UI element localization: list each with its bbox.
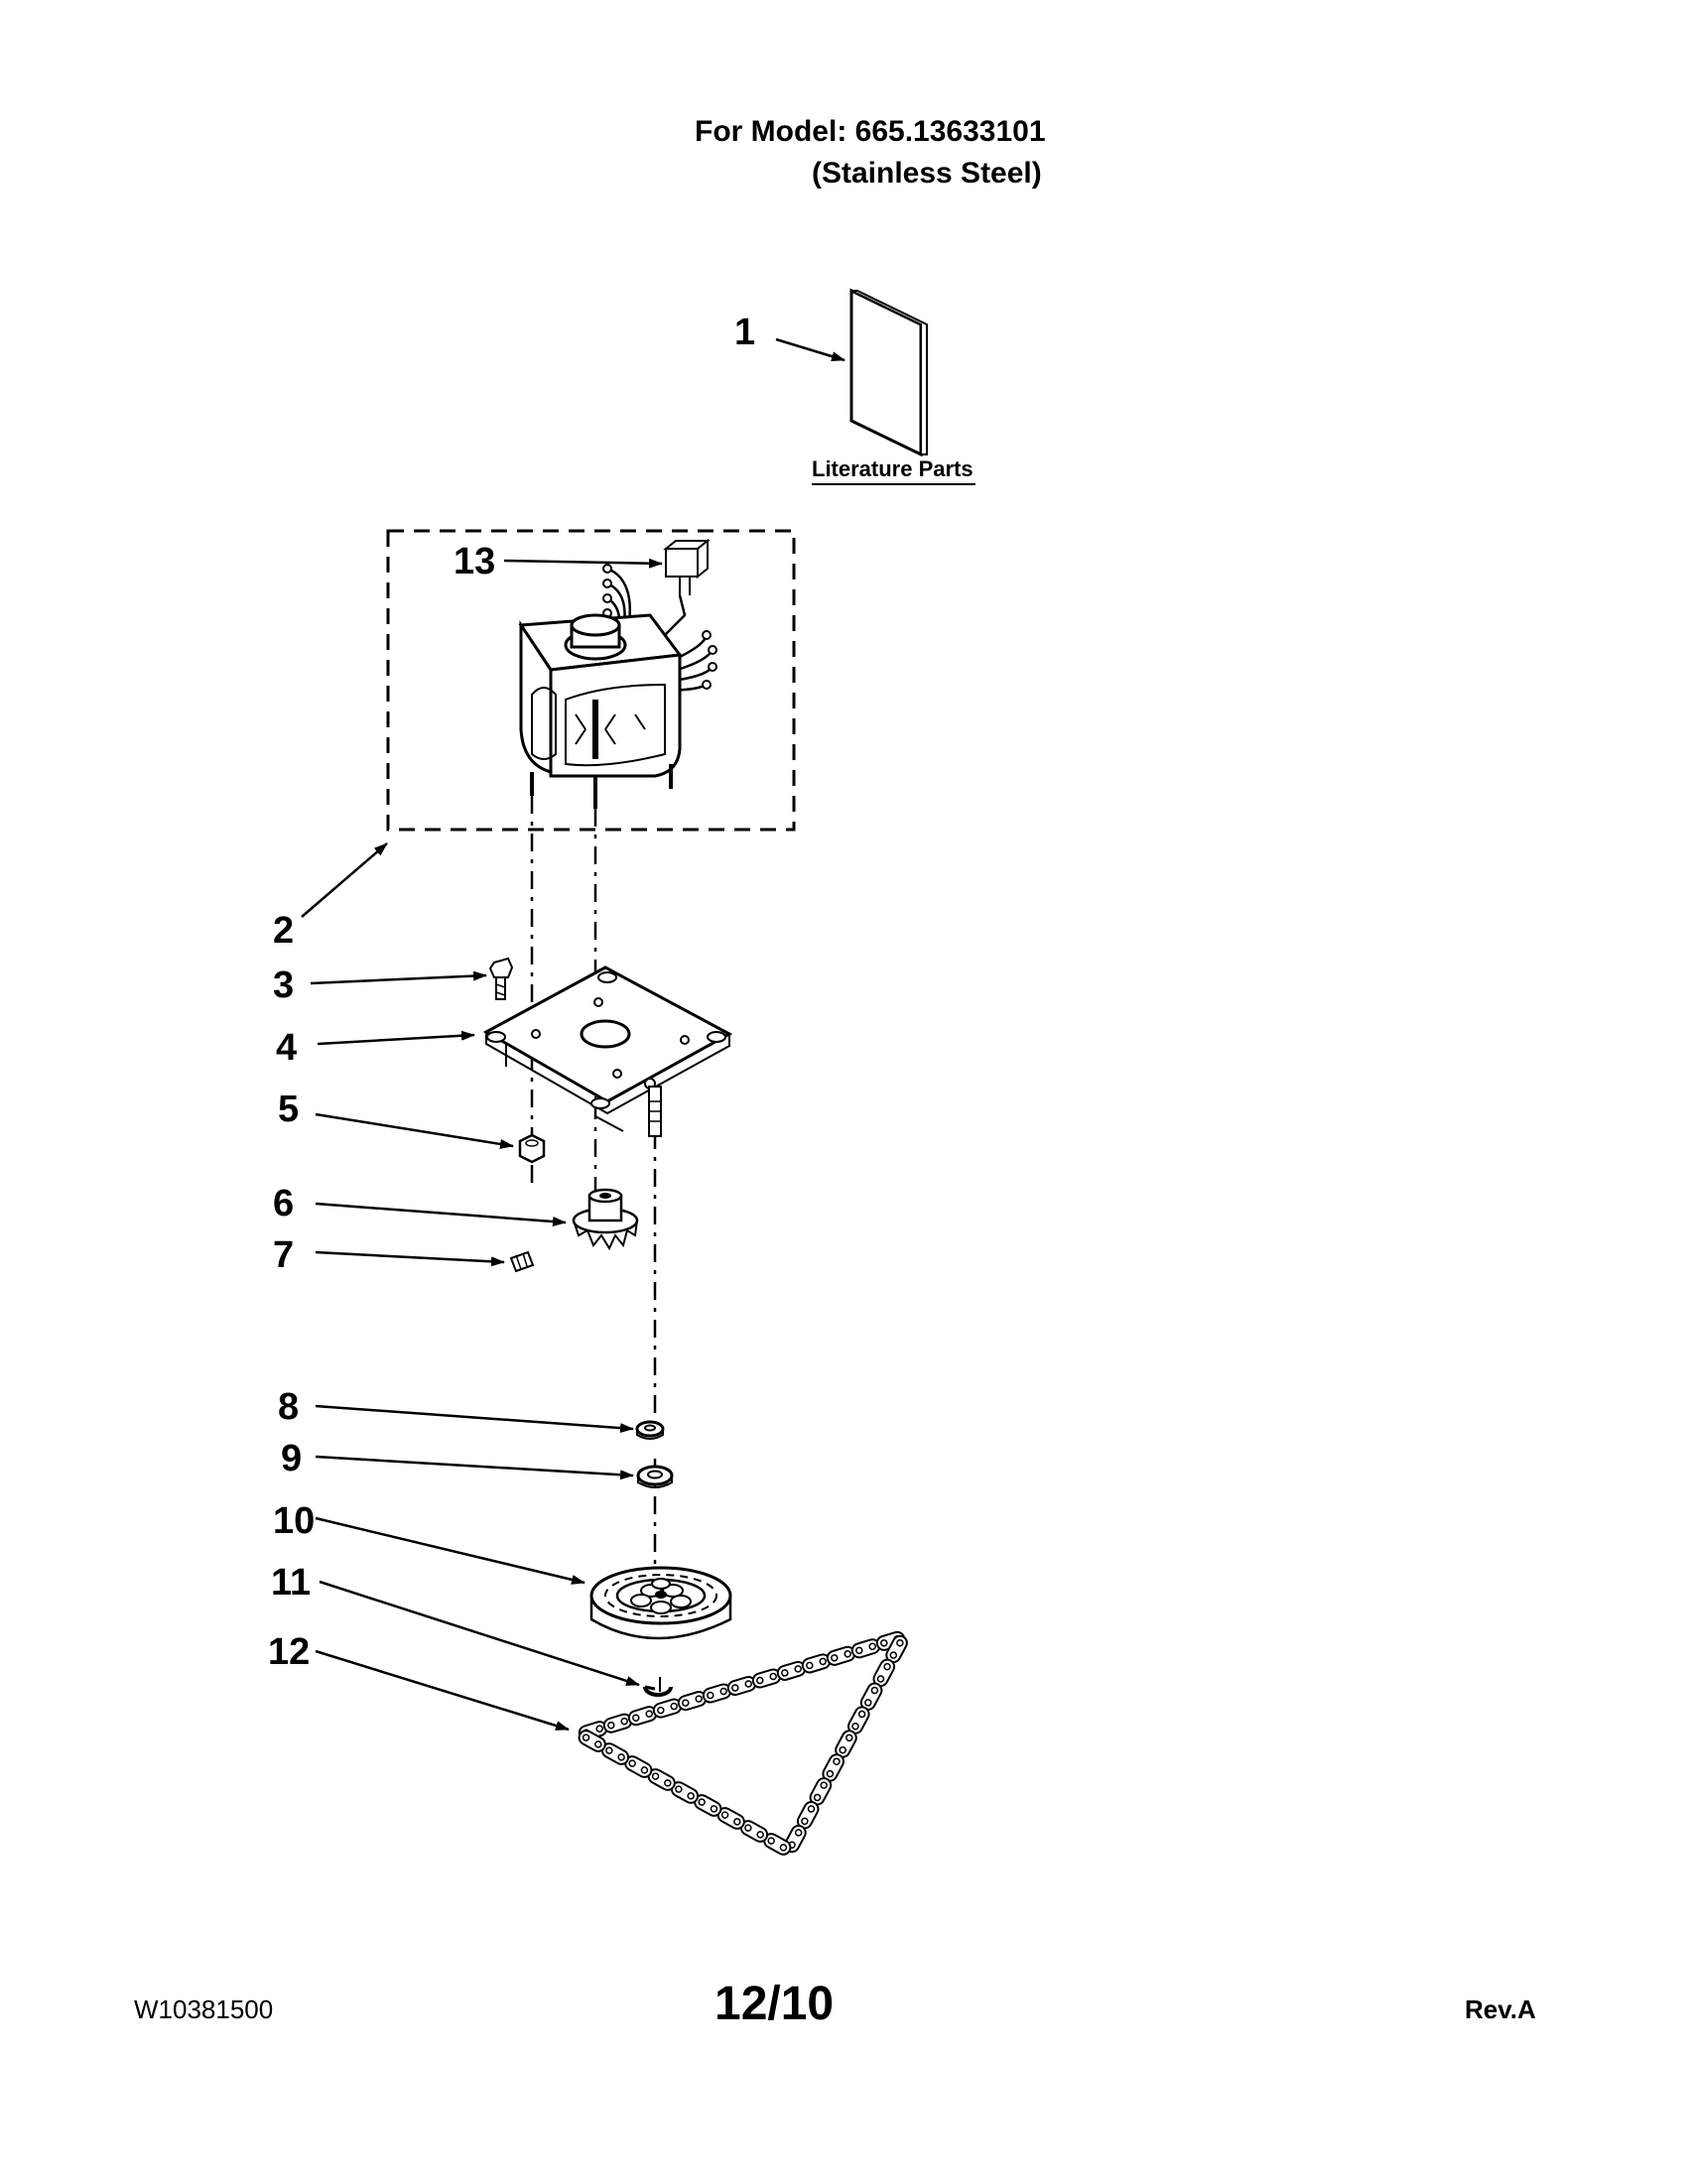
model-number: For Model: 665.13633101 (695, 115, 1046, 148)
model-finish: (Stainless Steel) (812, 157, 1042, 190)
callout-12: 12 (268, 1631, 310, 1673)
leader-arrows (301, 337, 845, 1732)
drive-sprocket (589, 1566, 732, 1640)
chain-link (647, 1768, 676, 1791)
set-screw (509, 1250, 535, 1273)
callout-1: 1 (734, 312, 755, 353)
large-washer (636, 1465, 674, 1488)
callout-4: 4 (276, 1027, 297, 1069)
chain-link (850, 1638, 881, 1659)
callout-5: 5 (278, 1089, 299, 1130)
callout-3: 3 (273, 964, 294, 1006)
chain-link (677, 1691, 708, 1712)
callout-11: 11 (271, 1562, 311, 1604)
chain-link (602, 1713, 633, 1734)
literature-parts-label: Literature Parts (812, 456, 974, 481)
nut (518, 1133, 546, 1164)
chain-link (578, 1730, 606, 1752)
callout-6: 6 (273, 1183, 294, 1224)
callout-13: 13 (454, 541, 495, 582)
chain-link (739, 1820, 769, 1843)
revision-date: 12/10 (714, 1978, 835, 2030)
chain-link (776, 1660, 807, 1681)
callout-10: 10 (273, 1500, 315, 1542)
mounting-plate (482, 965, 733, 1132)
terminal-block (663, 538, 711, 595)
chain-link (751, 1668, 782, 1689)
callout-9: 9 (281, 1438, 302, 1479)
document-number: W10381500 (134, 1994, 274, 2024)
roller-chain (578, 1630, 908, 1856)
motor-assembly-box (386, 529, 796, 832)
callout-7: 7 (273, 1234, 294, 1276)
wire-terminals (602, 564, 717, 690)
callout-2: 2 (273, 910, 294, 952)
retaining-clip (643, 1677, 673, 1697)
callout-8: 8 (278, 1386, 299, 1428)
assembly-axis-lines (530, 796, 657, 1568)
literature-booklet (849, 288, 928, 457)
chain-link (826, 1645, 856, 1666)
pinion-gear (572, 1188, 639, 1251)
small-washer (635, 1420, 665, 1440)
screw (488, 957, 514, 1000)
chain-link (763, 1833, 792, 1856)
motor (518, 613, 683, 809)
revision-label: Rev.A (1465, 1994, 1536, 2024)
stud (648, 1086, 662, 1137)
chain-link (627, 1706, 658, 1727)
